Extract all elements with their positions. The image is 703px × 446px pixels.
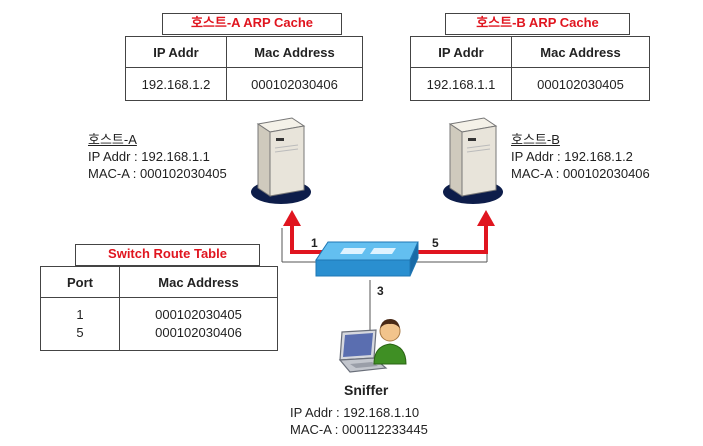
header-mac-address: Mac Address bbox=[511, 36, 650, 68]
host-b-mac: MAC-A : 000102030406 bbox=[511, 166, 650, 181]
header-ip-addr: IP Addr bbox=[125, 36, 227, 68]
header-mac-address: Mac Address bbox=[119, 266, 278, 298]
host-b-arp-cache-table: IP Addr Mac Address 192.168.1.1 00010203… bbox=[410, 36, 650, 101]
cache-ip-value: 192.168.1.1 bbox=[410, 67, 512, 101]
header-ip-addr: IP Addr bbox=[410, 36, 512, 68]
header-port: Port bbox=[40, 266, 120, 298]
host-b-ip: IP Addr : 192.168.1.2 bbox=[511, 149, 633, 164]
header-mac-address: Mac Address bbox=[226, 36, 363, 68]
port-value: 5 bbox=[76, 325, 84, 340]
host-a-cache-title: 호스트-A ARP Cache bbox=[162, 13, 342, 35]
port-label-host-b: 5 bbox=[432, 236, 439, 250]
sniffer-ip: IP Addr : 192.168.1.10 bbox=[290, 405, 420, 420]
sniffer-name: Sniffer bbox=[344, 382, 389, 398]
sniffer-info: IP Addr : 192.168.1.10 MAC-A : 000112233… bbox=[290, 404, 428, 438]
arrow-to-host-a-icon bbox=[283, 210, 301, 226]
arrow-to-host-b-icon bbox=[477, 210, 495, 226]
cache-mac-value: 000102030406 bbox=[226, 67, 363, 101]
server-icon bbox=[443, 117, 503, 204]
port-cell: 1 5 bbox=[40, 297, 120, 351]
port-value: 1 bbox=[76, 307, 84, 322]
mac-value: 000102030405 bbox=[155, 307, 242, 322]
cache-mac-value: 000102030405 bbox=[511, 67, 650, 101]
host-a-name: 호스트-A bbox=[88, 132, 137, 147]
switch-table-title: Switch Route Table bbox=[75, 244, 260, 266]
host-a-ip: IP Addr : 192.168.1.1 bbox=[88, 149, 210, 164]
host-b-info: 호스트-B IP Addr : 192.168.1.2 MAC-A : 0001… bbox=[511, 131, 650, 182]
port-label-host-a: 1 bbox=[311, 236, 318, 250]
host-a-mac: MAC-A : 000102030405 bbox=[88, 166, 227, 181]
server-icon bbox=[251, 117, 311, 204]
host-b-cache-title: 호스트-B ARP Cache bbox=[445, 13, 630, 35]
mac-cell: 000102030405 000102030406 bbox=[119, 297, 278, 351]
network-switch-icon bbox=[315, 241, 419, 277]
user-avatar-icon bbox=[373, 319, 407, 365]
mac-value: 000102030406 bbox=[155, 325, 242, 340]
sniffer-mac: MAC-A : 000112233445 bbox=[290, 422, 428, 437]
switch-route-table: Port Mac Address 1 5 000102030405 000102… bbox=[40, 266, 278, 351]
host-a-arp-cache-table: IP Addr Mac Address 192.168.1.2 00010203… bbox=[125, 36, 363, 101]
port-label-sniffer: 3 bbox=[377, 284, 384, 298]
host-a-info: 호스트-A IP Addr : 192.168.1.1 MAC-A : 0001… bbox=[88, 131, 227, 182]
host-b-name: 호스트-B bbox=[511, 132, 560, 147]
cache-ip-value: 192.168.1.2 bbox=[125, 67, 227, 101]
